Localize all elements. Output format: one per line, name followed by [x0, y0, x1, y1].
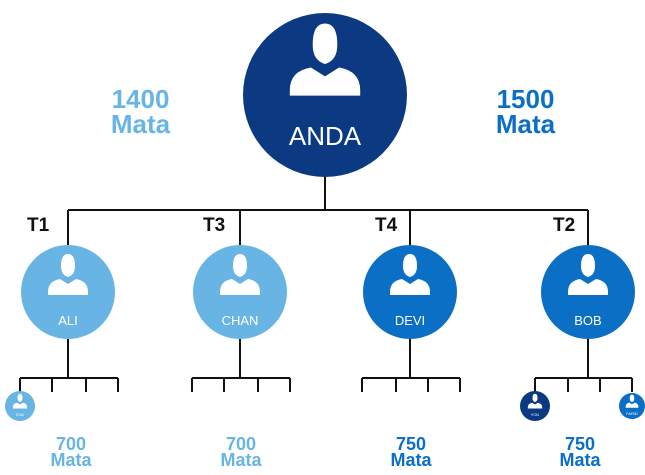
small-node-name: YOU — [531, 412, 540, 417]
small-node-farid: FARID — [619, 393, 645, 419]
small-node-eva: EVA — [5, 391, 35, 421]
team-node-devi: DEVI — [363, 245, 457, 339]
root-name: ANDA — [289, 121, 362, 151]
team-total-unit: Mata — [50, 450, 92, 470]
team-member-name: CHAN — [222, 313, 259, 328]
team-total-unit: Mata — [220, 450, 262, 470]
team-total-value: 750 — [395, 434, 427, 454]
team-total-value: 700 — [55, 434, 87, 454]
small-node-name: EVA — [16, 412, 24, 417]
team-member-name: ALI — [58, 313, 78, 328]
team-member-name: DEVI — [395, 313, 425, 328]
team-label-t2: T2 — [553, 215, 576, 236]
team-total-bob: 750 Mata — [535, 434, 625, 470]
team-total-unit: Mata — [559, 450, 601, 470]
team-total-ali: 700 Mata — [26, 434, 116, 470]
team-node-bob: BOB — [541, 245, 635, 339]
left-leg-total-value: 1400 — [111, 84, 170, 114]
root-node: ANDA — [243, 13, 407, 177]
right-leg-total-unit: Mata — [495, 109, 556, 139]
right-leg-total: 1500 Mata — [473, 84, 578, 139]
team-label-t1: T1 — [27, 215, 50, 236]
small-node-you: YOU — [520, 391, 550, 421]
team-total-value: 700 — [225, 434, 257, 454]
right-leg-total-value: 1500 — [496, 84, 555, 114]
connector-lines — [19, 175, 633, 392]
team-label-t3: T3 — [203, 215, 226, 236]
small-node-name: FARID — [626, 411, 638, 416]
left-leg-total: 1400 Mata — [88, 84, 193, 139]
team-node-ali: ALI — [21, 245, 115, 339]
team-total-value: 750 — [564, 434, 596, 454]
team-member-name: BOB — [574, 313, 601, 328]
team-total-chan: 700 Mata — [196, 434, 286, 470]
team-label-t4: T4 — [375, 215, 398, 236]
team-total-devi: 750 Mata — [366, 434, 456, 470]
left-leg-total-unit: Mata — [110, 109, 171, 139]
team-node-chan: CHAN — [193, 245, 287, 339]
team-total-unit: Mata — [390, 450, 432, 470]
